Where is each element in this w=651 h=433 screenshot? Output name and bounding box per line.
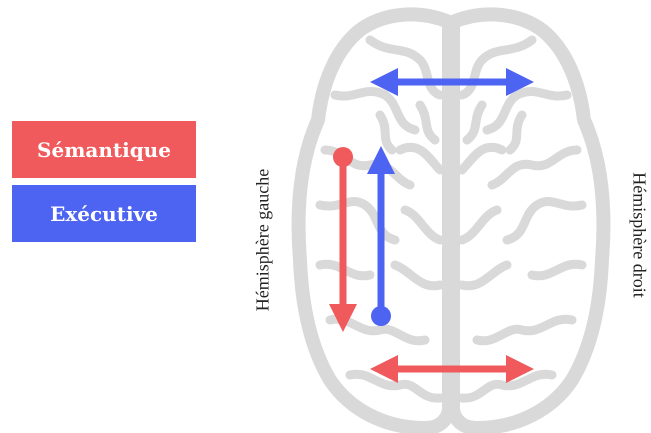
executive-arrow-origin [371,306,391,326]
semantic-arrows [329,147,534,383]
executive-arrows [367,68,534,326]
legend-item-executive: Exécutive [12,185,196,242]
semantic-arrow-origin [333,147,353,167]
legend: Sémantique Exécutive [12,121,196,242]
legend-item-semantic: Sémantique [12,121,196,178]
